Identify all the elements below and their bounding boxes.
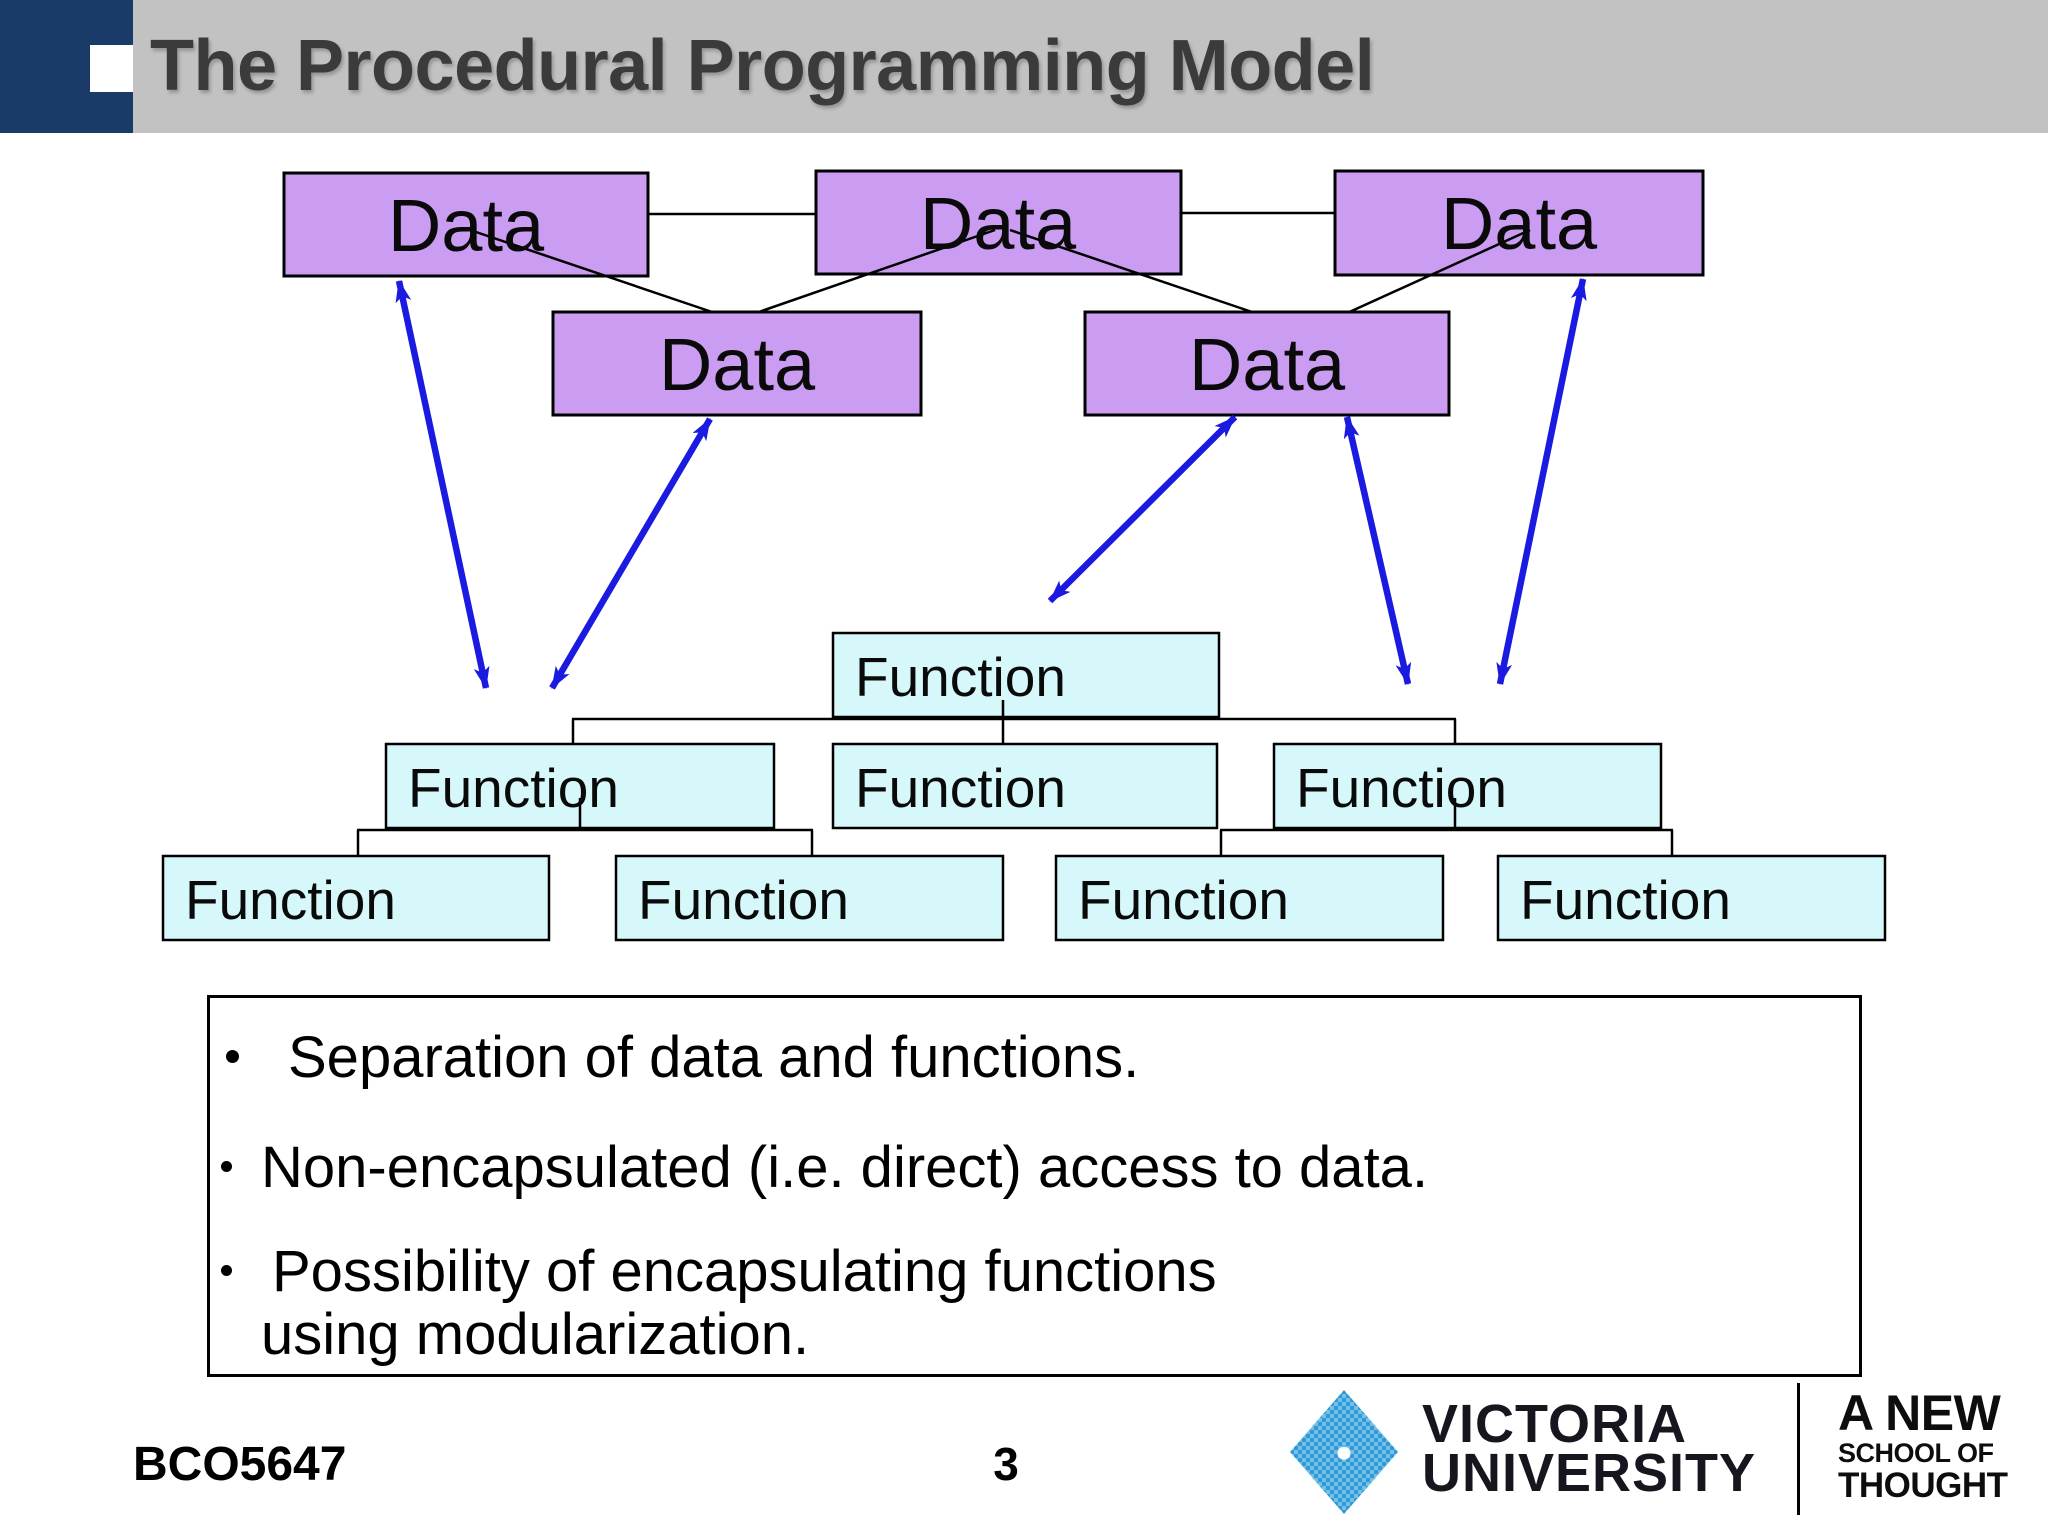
data-box-1	[282, 171, 650, 278]
bullet-item-line2: using modularization.	[261, 1302, 810, 1367]
data2-data5-link-line	[1009, 228, 1259, 316]
arrow-data3-function	[1496, 278, 1587, 685]
function-box-6-label: Function	[638, 869, 849, 931]
data-box-2	[814, 169, 1183, 276]
arrow-data4-function	[549, 417, 713, 690]
function-box-8	[1496, 854, 1887, 942]
bullet-dot	[221, 1265, 232, 1276]
data-access-arrows	[395, 278, 1587, 690]
function-box-4	[1272, 742, 1663, 830]
function-box-6	[614, 854, 1005, 942]
tagline-line2: SCHOOL OF	[1838, 1438, 1994, 1468]
university-name-line1: VICTORIA	[1422, 1394, 1688, 1454]
data-box-4-label: Data	[659, 323, 816, 406]
data-box-4	[551, 310, 923, 417]
function-box-3-label: Function	[855, 757, 1066, 819]
victoria-university-wordmark: VICTORIA UNIVERSITY	[1422, 1394, 1757, 1503]
title-accent-square	[90, 45, 133, 92]
bullet-dot	[226, 1050, 239, 1063]
data-box-3	[1333, 169, 1705, 277]
notes-box	[207, 995, 1862, 1377]
tagline-line3: THOUGHT	[1838, 1466, 2008, 1505]
function-box-4-label: Function	[1296, 757, 1507, 819]
university-name-line2: UNIVERSITY	[1422, 1443, 1757, 1503]
function-box-1	[831, 631, 1221, 719]
title-bar: The Procedural Programming Model	[0, 0, 2048, 133]
page-number: 3	[993, 1438, 1019, 1490]
function-box-7-label: Function	[1078, 869, 1289, 931]
data-box-3-label: Data	[1441, 182, 1598, 265]
function-box-3	[831, 742, 1219, 830]
page-title: The Procedural Programming Model	[150, 26, 1375, 106]
arrow-data1-function	[395, 280, 490, 689]
data-box-5	[1083, 310, 1451, 417]
function-box-2-label: Function	[408, 757, 619, 819]
course-code: BCO5647	[133, 1438, 347, 1491]
bullet-item: Separation of data and functions.	[288, 1025, 1140, 1090]
function-box-8-label: Function	[1520, 869, 1731, 931]
bullet-dot	[221, 1161, 232, 1172]
arrow-data5-function1	[1047, 414, 1238, 604]
tagline-line1: A NEW	[1838, 1385, 2001, 1441]
data-box-5-label: Data	[1189, 323, 1346, 406]
data2-data4-link-line	[752, 228, 996, 316]
function-box-1-label: Function	[855, 646, 1066, 708]
bullet-item: Possibility of encapsulating functions u…	[261, 1239, 1217, 1365]
arrow-data5-function4	[1343, 416, 1412, 685]
footer-divider	[1797, 1383, 1800, 1515]
function-box-5-label: Function	[185, 869, 396, 931]
data-box-2-label: Data	[920, 182, 1077, 265]
bullet-item-line1: Possibility of encapsulating functions	[272, 1239, 1217, 1304]
data3-data5-link-line	[1344, 228, 1531, 316]
function-box-7	[1054, 854, 1445, 942]
function-tree-connectors	[356, 700, 1674, 856]
bullet-item: Non-encapsulated (i.e. direct) access to…	[261, 1135, 1429, 1200]
university-tagline: A NEW SCHOOL OF THOUGHT	[1838, 1387, 2008, 1504]
data1-data4-link-line	[469, 228, 719, 316]
data-box-1-label: Data	[388, 184, 545, 267]
function-box-5	[161, 854, 551, 942]
